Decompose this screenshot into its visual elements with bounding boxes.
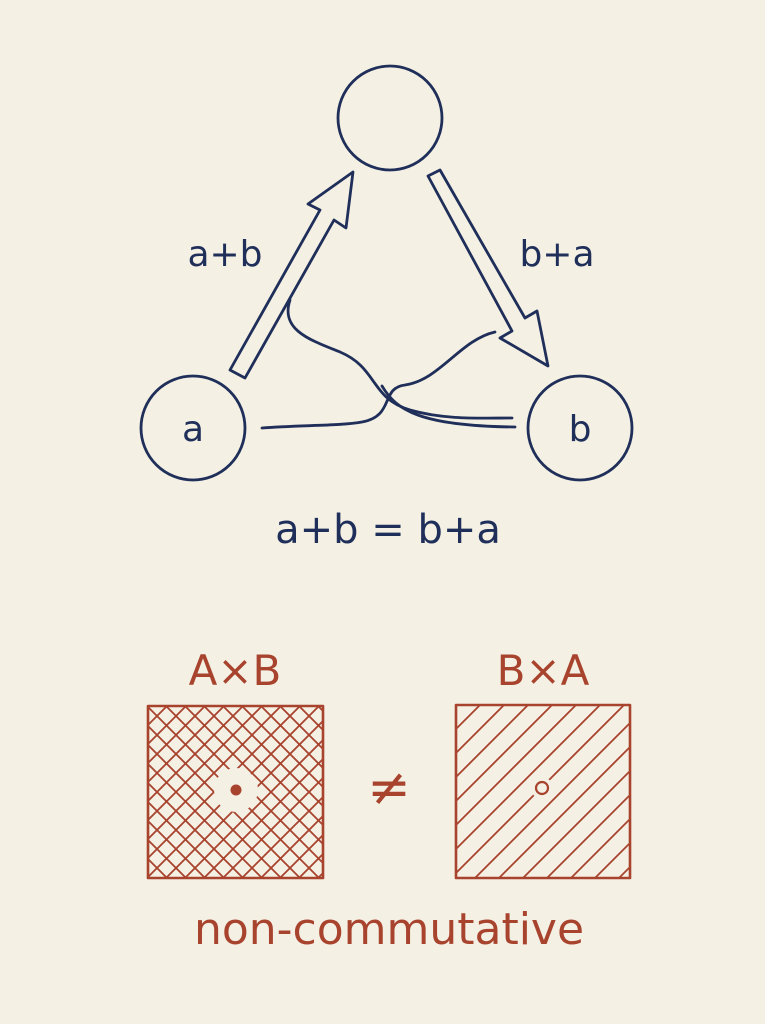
- hatch-line-forward: [337, 706, 509, 878]
- hatch-line-back: [260, 706, 323, 770]
- hatch-line-back: [184, 706, 323, 846]
- diagonal-hatch-pattern: [456, 705, 765, 878]
- hatch-line-diagonal: [456, 705, 577, 827]
- braid-strand-upper: [286, 298, 514, 420]
- edge-label-left: a+b: [187, 234, 262, 275]
- hatch-line-back: [148, 876, 149, 878]
- hatch-line-back: [413, 706, 585, 878]
- hatch-line-diagonal: [456, 705, 505, 755]
- hatch-line-forward: [413, 706, 585, 878]
- hatch-line-forward: [489, 706, 661, 878]
- commutative-triangle: a b a+b b+a a+b = b+a: [139, 64, 634, 553]
- hatch-line-back: [203, 706, 323, 827]
- hatch-line-diagonal: [570, 817, 630, 878]
- hatch-line-back: [470, 706, 642, 878]
- commutative-equation: a+b = b+a: [275, 507, 501, 553]
- arrow-top-to-b: [426, 168, 550, 368]
- edge-label-right: b+a: [519, 234, 594, 275]
- hatch-line-forward: [279, 833, 323, 878]
- node-b-circle: [526, 374, 634, 482]
- hatch-line-back: [432, 706, 604, 878]
- matrix-left-center-dot: [230, 784, 242, 796]
- braid-strand-lower: [260, 330, 497, 430]
- matrix-right-center-clear: [531, 777, 553, 799]
- not-equal-symbol: ≠: [367, 758, 411, 818]
- braid-strand-crossing: [380, 384, 517, 429]
- hatch-line-back: [148, 857, 168, 878]
- hatch-line-diagonal: [618, 865, 630, 878]
- hatch-line-diagonal: [594, 841, 630, 878]
- hatch-line-forward: [148, 706, 168, 727]
- hatch-line-back: [279, 706, 323, 751]
- arrow-a-to-top: [228, 170, 355, 380]
- hatch-line-diagonal: [715, 705, 765, 878]
- hatch-line-back: [222, 706, 323, 808]
- hatch-line-back: [241, 706, 323, 789]
- non-commutative-section: A×B B×A ≠ non-commutative: [146, 646, 765, 955]
- hatch-line-diagonal: [456, 705, 601, 851]
- matrix-left-box: [146, 704, 661, 880]
- matrix-right-border: [454, 703, 632, 880]
- crosshatch-pattern: [148, 706, 661, 878]
- hatch-line-diagonal: [474, 721, 630, 878]
- matrix-right-label: B×A: [497, 646, 590, 695]
- hatch-line-back: [489, 706, 661, 878]
- hatch-line-forward: [432, 706, 604, 878]
- node-a-circle: [139, 374, 247, 482]
- matrix-left-label: A×B: [189, 646, 282, 695]
- node-a-label: a: [182, 409, 204, 450]
- hatch-line-diagonal: [546, 793, 630, 878]
- hatch-line-diagonal: [498, 745, 630, 878]
- caption-non-commutative: non-commutative: [194, 904, 584, 955]
- hatch-line-diagonal: [667, 705, 765, 878]
- hatch-line-diagonal: [522, 769, 630, 878]
- hatch-line-diagonal: [456, 705, 553, 803]
- matrix-right-box: [454, 703, 765, 880]
- matrix-right-center-ring: [534, 780, 550, 796]
- matrix-left-border: [146, 704, 325, 880]
- hatch-line-diagonal: [739, 705, 765, 878]
- hatch-line-diagonal: [456, 705, 529, 779]
- hatch-line-diagonal: [643, 705, 765, 878]
- hatch-line-forward: [260, 814, 323, 878]
- hatch-line-forward: [470, 706, 642, 878]
- hatch-line-diagonal: [691, 705, 765, 878]
- node-b-label: b: [569, 409, 592, 450]
- top-node-circle: [336, 64, 444, 172]
- hatch-line-forward: [241, 795, 323, 878]
- hatch-line-back: [337, 706, 509, 878]
- hatch-line-forward: [148, 706, 149, 708]
